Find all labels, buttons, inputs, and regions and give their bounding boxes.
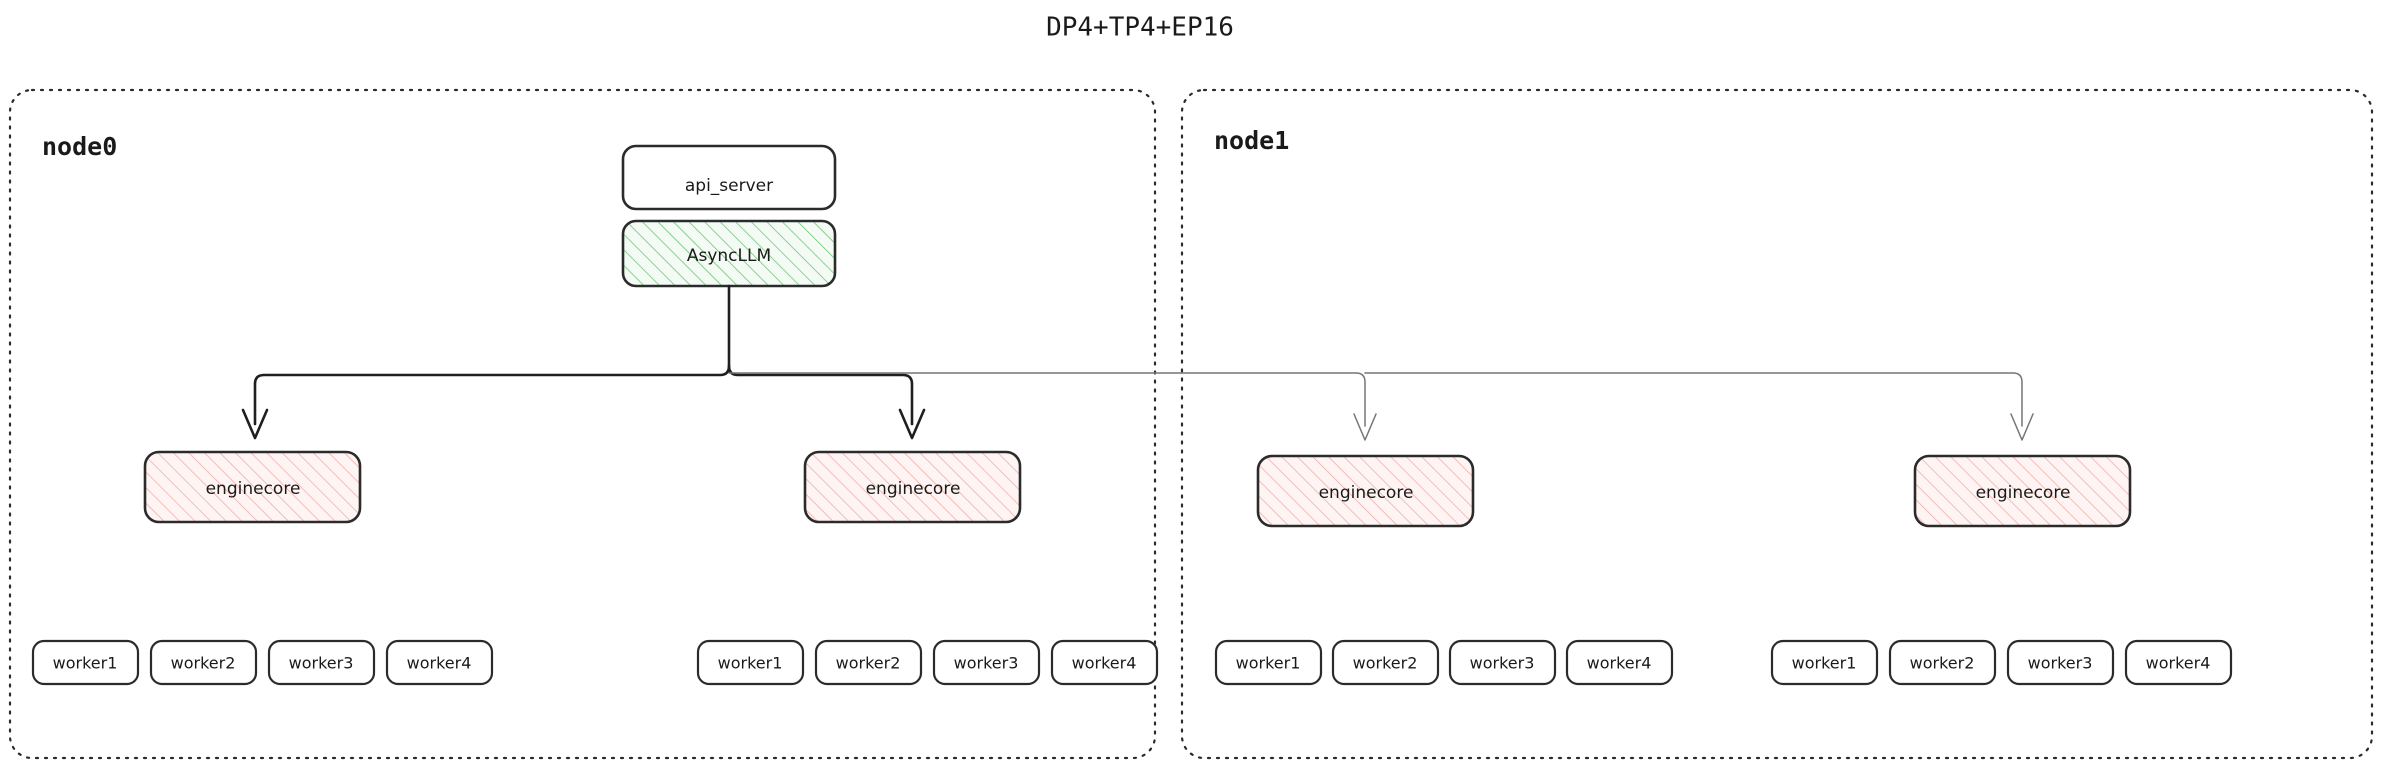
api-server-box[interactable] bbox=[621, 144, 837, 211]
node0-g2-worker3-label: worker3 bbox=[954, 654, 1019, 673]
arrowhead-node1-enginecore-1 bbox=[1353, 413, 1377, 441]
node1-enginecore-1-box[interactable] bbox=[1256, 454, 1475, 528]
node0-g1-worker2-box[interactable] bbox=[149, 639, 258, 686]
node1-g2-worker1-label: worker1 bbox=[1792, 654, 1857, 673]
node0-enginecore-1-box[interactable] bbox=[143, 450, 362, 524]
node1-g1-worker4-label: worker4 bbox=[1587, 654, 1652, 673]
node0-g1-worker2-label: worker2 bbox=[171, 654, 236, 673]
node1-g1-worker3-box[interactable] bbox=[1448, 639, 1557, 686]
arrowhead-node0-enginecore-2 bbox=[898, 408, 926, 440]
node1-enginecore-2-label: enginecore bbox=[1976, 483, 2071, 503]
node1-g2-worker1-box[interactable] bbox=[1770, 639, 1879, 686]
node0-enginecore-1-label: enginecore bbox=[206, 479, 301, 499]
edge-asyncllm-to-node0-enginecore-1 bbox=[253, 364, 731, 426]
node0-g2-worker2-label: worker2 bbox=[836, 654, 901, 673]
node1-g2-worker3-box[interactable] bbox=[2006, 639, 2115, 686]
node1-g2-worker4-box[interactable] bbox=[2124, 639, 2233, 686]
node1-g1-worker1-label: worker1 bbox=[1236, 654, 1301, 673]
node0-label: node0 bbox=[42, 132, 117, 161]
edge-asyncllm-to-node0-enginecore-2 bbox=[727, 364, 914, 426]
edge-asyncllm-to-node1-enginecore-1 bbox=[728, 372, 1366, 427]
node0-g2-worker1-label: worker1 bbox=[718, 654, 783, 673]
node0-g2-worker3-box[interactable] bbox=[932, 639, 1041, 686]
api-server-label: api_server bbox=[685, 176, 773, 196]
node0-g1-worker3-label: worker3 bbox=[289, 654, 354, 673]
node1-g1-worker2-box[interactable] bbox=[1331, 639, 1440, 686]
node0-enginecore-2-box[interactable] bbox=[803, 450, 1022, 524]
node1-enginecore-1-label: enginecore bbox=[1319, 483, 1414, 503]
async-llm-label: AsyncLLM bbox=[687, 246, 771, 266]
node1-container bbox=[1180, 88, 2374, 760]
node1-g2-worker2-box[interactable] bbox=[1888, 639, 1997, 686]
node1-g2-worker3-label: worker3 bbox=[2028, 654, 2093, 673]
node0-container bbox=[8, 88, 1157, 760]
node0-g1-worker3-box[interactable] bbox=[267, 639, 376, 686]
node1-g1-worker2-label: worker2 bbox=[1353, 654, 1418, 673]
edge-asyncllm-to-node1-enginecore-2 bbox=[1364, 372, 2023, 427]
node0-g2-worker4-box[interactable] bbox=[1050, 639, 1159, 686]
node1-g1-worker4-box[interactable] bbox=[1565, 639, 1674, 686]
page-title: DP4+TP4+EP16 bbox=[1046, 13, 1234, 43]
node0-g2-worker2-box[interactable] bbox=[814, 639, 923, 686]
node0-g2-worker4-label: worker4 bbox=[1072, 654, 1137, 673]
node0-g1-worker4-label: worker4 bbox=[407, 654, 472, 673]
node0-enginecore-2-label: enginecore bbox=[866, 479, 961, 499]
node1-g1-worker1-box[interactable] bbox=[1214, 639, 1323, 686]
node0-g1-worker1-box[interactable] bbox=[31, 639, 140, 686]
node0-g1-worker1-label: worker1 bbox=[53, 654, 118, 673]
node0-g2-worker1-box[interactable] bbox=[696, 639, 805, 686]
arrowhead-node1-enginecore-2 bbox=[2010, 413, 2034, 441]
arrowhead-node0-enginecore-1 bbox=[241, 408, 269, 440]
node1-enginecore-2-box[interactable] bbox=[1913, 454, 2132, 528]
node1-label: node1 bbox=[1214, 126, 1289, 155]
node1-g2-worker4-label: worker4 bbox=[2146, 654, 2211, 673]
node1-g1-worker3-label: worker3 bbox=[1470, 654, 1535, 673]
node0-g1-worker4-box[interactable] bbox=[385, 639, 494, 686]
node1-g2-worker2-label: worker2 bbox=[1910, 654, 1975, 673]
